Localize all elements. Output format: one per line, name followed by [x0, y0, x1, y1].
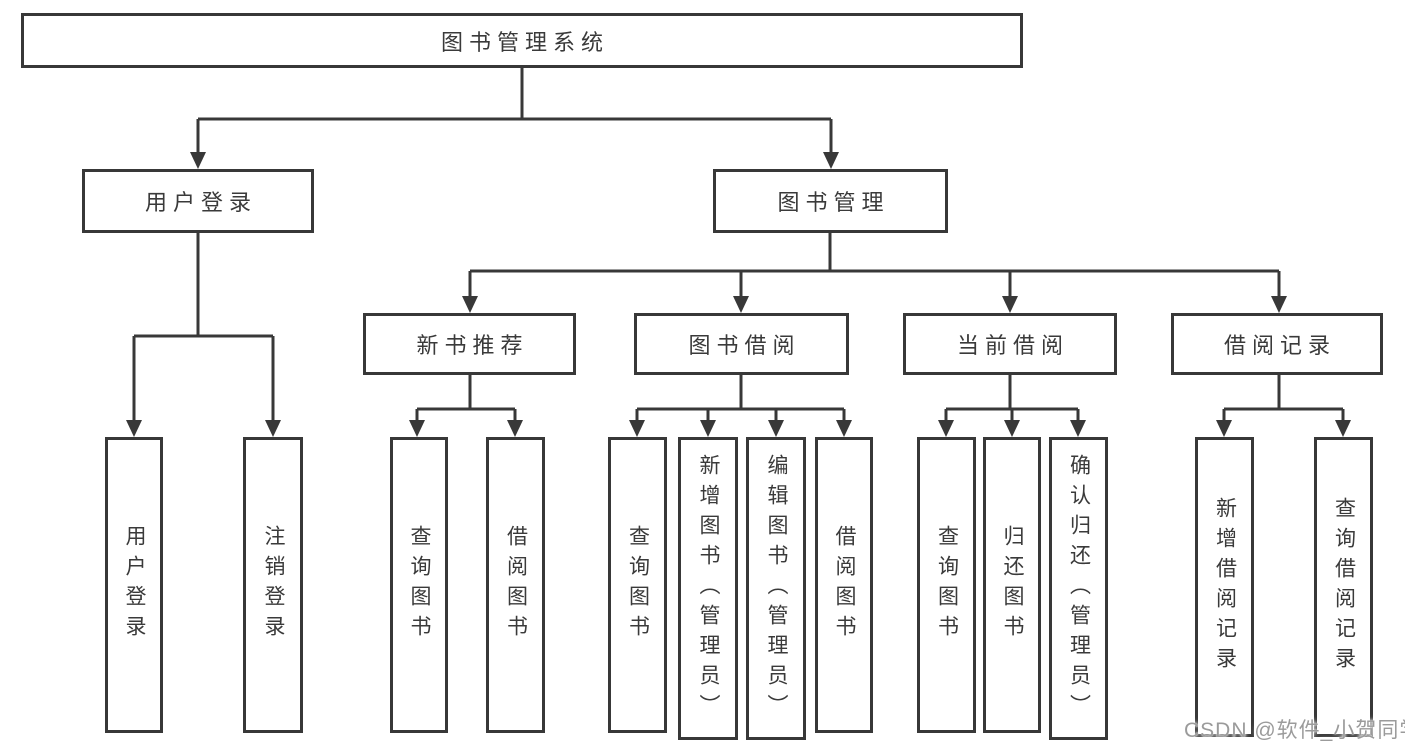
leaf-add-borrow-record: 新增借阅记录 [1195, 437, 1254, 737]
edge-root-split [196, 68, 833, 166]
node-book-borrow: 图书借阅 [634, 313, 849, 375]
node-label: 借阅图书 [833, 525, 856, 645]
node-label: 查询图书 [408, 525, 431, 645]
node-label: 查询借阅记录 [1332, 497, 1356, 677]
node-label: 借阅图书 [504, 525, 528, 645]
arrow-down-icon [1002, 296, 1018, 313]
leaf-logout: 注销登录 [243, 437, 303, 733]
node-label: 用户登录 [144, 190, 257, 215]
arrow-down-icon [836, 420, 852, 437]
leaf-query-books-2: 查询图书 [608, 437, 667, 733]
leaf-user-login: 用户登录 [105, 437, 163, 733]
leaf-edit-books-admin: 编辑图书（管理员） [746, 437, 806, 740]
node-label: 用户登录 [123, 525, 146, 645]
leaf-borrow-books-2: 借阅图书 [815, 437, 873, 733]
node-label: 确认归还（管理员） [1067, 453, 1091, 724]
node-user-login-branch: 用户登录 [82, 169, 314, 233]
edge-book-split [468, 233, 1281, 310]
leaf-borrow-books-1: 借阅图书 [486, 437, 545, 733]
arrow-down-icon [700, 420, 716, 437]
node-new-book-recommend: 新书推荐 [363, 313, 576, 375]
node-current-borrow: 当前借阅 [903, 313, 1117, 375]
arrow-down-icon [507, 420, 523, 437]
node-label: 新增图书（管理员） [697, 453, 720, 724]
arrowheads [126, 152, 1351, 437]
node-label: 查询图书 [626, 525, 650, 645]
arrow-down-icon [733, 296, 749, 313]
node-borrow-records: 借阅记录 [1171, 313, 1383, 375]
leaf-query-books-1: 查询图书 [390, 437, 448, 733]
node-label: 图书管理 [777, 190, 890, 215]
edge-newbook-split [415, 375, 517, 434]
node-root-system: 图书管理系统 [21, 13, 1023, 68]
arrow-down-icon [938, 420, 954, 437]
node-label: 新书推荐 [416, 333, 529, 358]
arrow-down-icon [1216, 420, 1232, 437]
edge-records-split [1222, 375, 1345, 434]
arrow-down-icon [1004, 420, 1020, 437]
leaf-query-borrow-record: 查询借阅记录 [1314, 437, 1373, 737]
node-label: 编辑图书（管理员） [765, 453, 788, 724]
arrow-down-icon [768, 420, 784, 437]
node-label: 借阅记录 [1223, 333, 1336, 358]
leaf-return-books: 归还图书 [983, 437, 1041, 733]
arrow-down-icon [265, 420, 281, 437]
node-label: 查询图书 [935, 525, 959, 645]
node-label: 注销登录 [262, 525, 285, 645]
arrow-down-icon [823, 152, 839, 169]
edge-borrow-split [635, 375, 846, 434]
arrow-down-icon [190, 152, 206, 169]
csdn-watermark: CSDN @软件_小贺同学 [1184, 719, 1405, 742]
arrow-down-icon [1070, 420, 1086, 437]
arrow-down-icon [1271, 296, 1287, 313]
node-label: 新增借阅记录 [1213, 497, 1237, 677]
arrow-down-icon [462, 296, 478, 313]
leaf-add-books-admin: 新增图书（管理员） [678, 437, 738, 740]
node-book-management-branch: 图书管理 [713, 169, 948, 233]
leaf-query-books-3: 查询图书 [917, 437, 976, 733]
node-label: 归还图书 [1001, 525, 1024, 645]
arrow-down-icon [126, 420, 142, 437]
edge-user-split [132, 233, 275, 434]
node-label: 当前借阅 [956, 333, 1069, 358]
arrow-down-icon [409, 420, 425, 437]
node-label: 图书管理系统 [440, 29, 609, 55]
arrow-down-icon [629, 420, 645, 437]
node-label: 图书借阅 [688, 333, 801, 358]
arrow-down-icon [1335, 420, 1351, 437]
leaf-confirm-return-admin: 确认归还（管理员） [1049, 437, 1108, 740]
